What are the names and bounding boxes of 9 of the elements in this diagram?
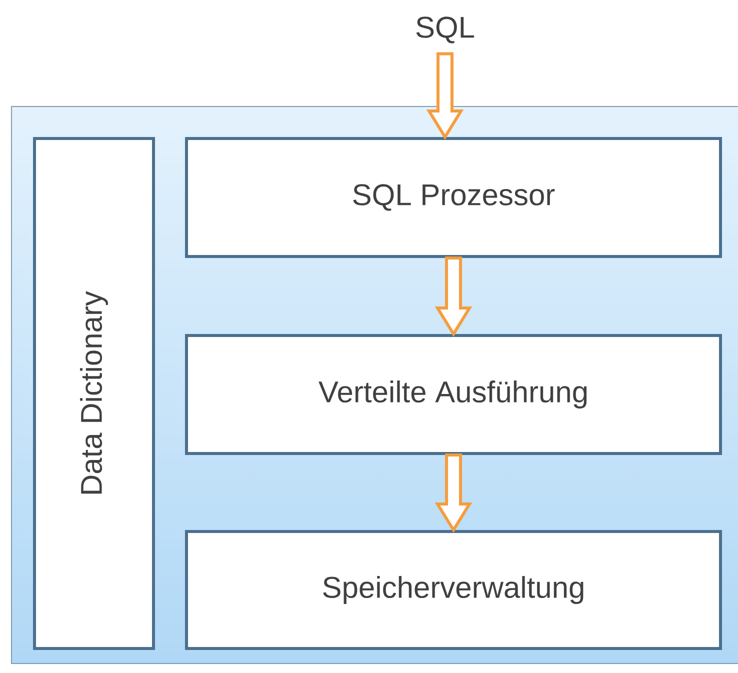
side-box: Data Dictionary [33,137,155,650]
process-box: Speicherverwaltung [185,530,722,650]
block-arrow [434,256,472,337]
panel-background [11,106,738,664]
block-arrow [426,52,464,140]
process-box: SQL Prozessor [185,137,722,258]
process-box: Verteilte Ausführung [185,334,722,455]
input-label: SQL [416,16,474,44]
block-arrow [434,454,472,533]
